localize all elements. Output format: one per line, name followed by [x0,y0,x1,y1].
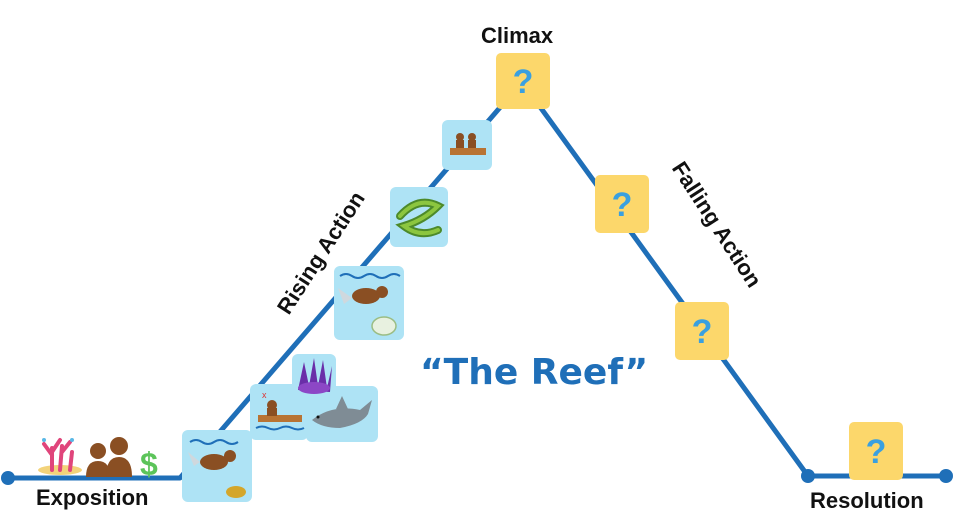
question-mark: ? [612,186,633,224]
boat-pair-icon [442,120,492,170]
shark-icon [306,386,378,442]
sea-urchin-icon [292,354,336,396]
diver-icon [182,430,252,502]
valley-dot [801,469,815,483]
two-people-icon [86,437,132,477]
dollar-icon: $ [140,446,158,482]
eel-icon [390,187,448,247]
question-mark: ? [866,433,887,471]
diver-shell-icon [334,266,404,340]
falling-question-tile-2[interactable]: ? [675,302,729,360]
start-dot [1,471,15,485]
diagram-title: “The Reef” [420,352,649,393]
svg-text:x: x [262,390,267,400]
climax-label: Climax [481,23,554,48]
question-mark: ? [692,313,713,351]
climax-question-tile[interactable]: ? [496,53,550,109]
resolution-question-tile[interactable]: ? [849,422,903,480]
falling-question-tile-1[interactable]: ? [595,175,649,233]
exposition-label: Exposition [36,485,149,510]
coral-icon [38,438,82,475]
resolution-label: Resolution [810,488,924,513]
boat-icon: x [250,384,308,440]
question-mark: ? [513,63,534,101]
end-dot [939,469,953,483]
